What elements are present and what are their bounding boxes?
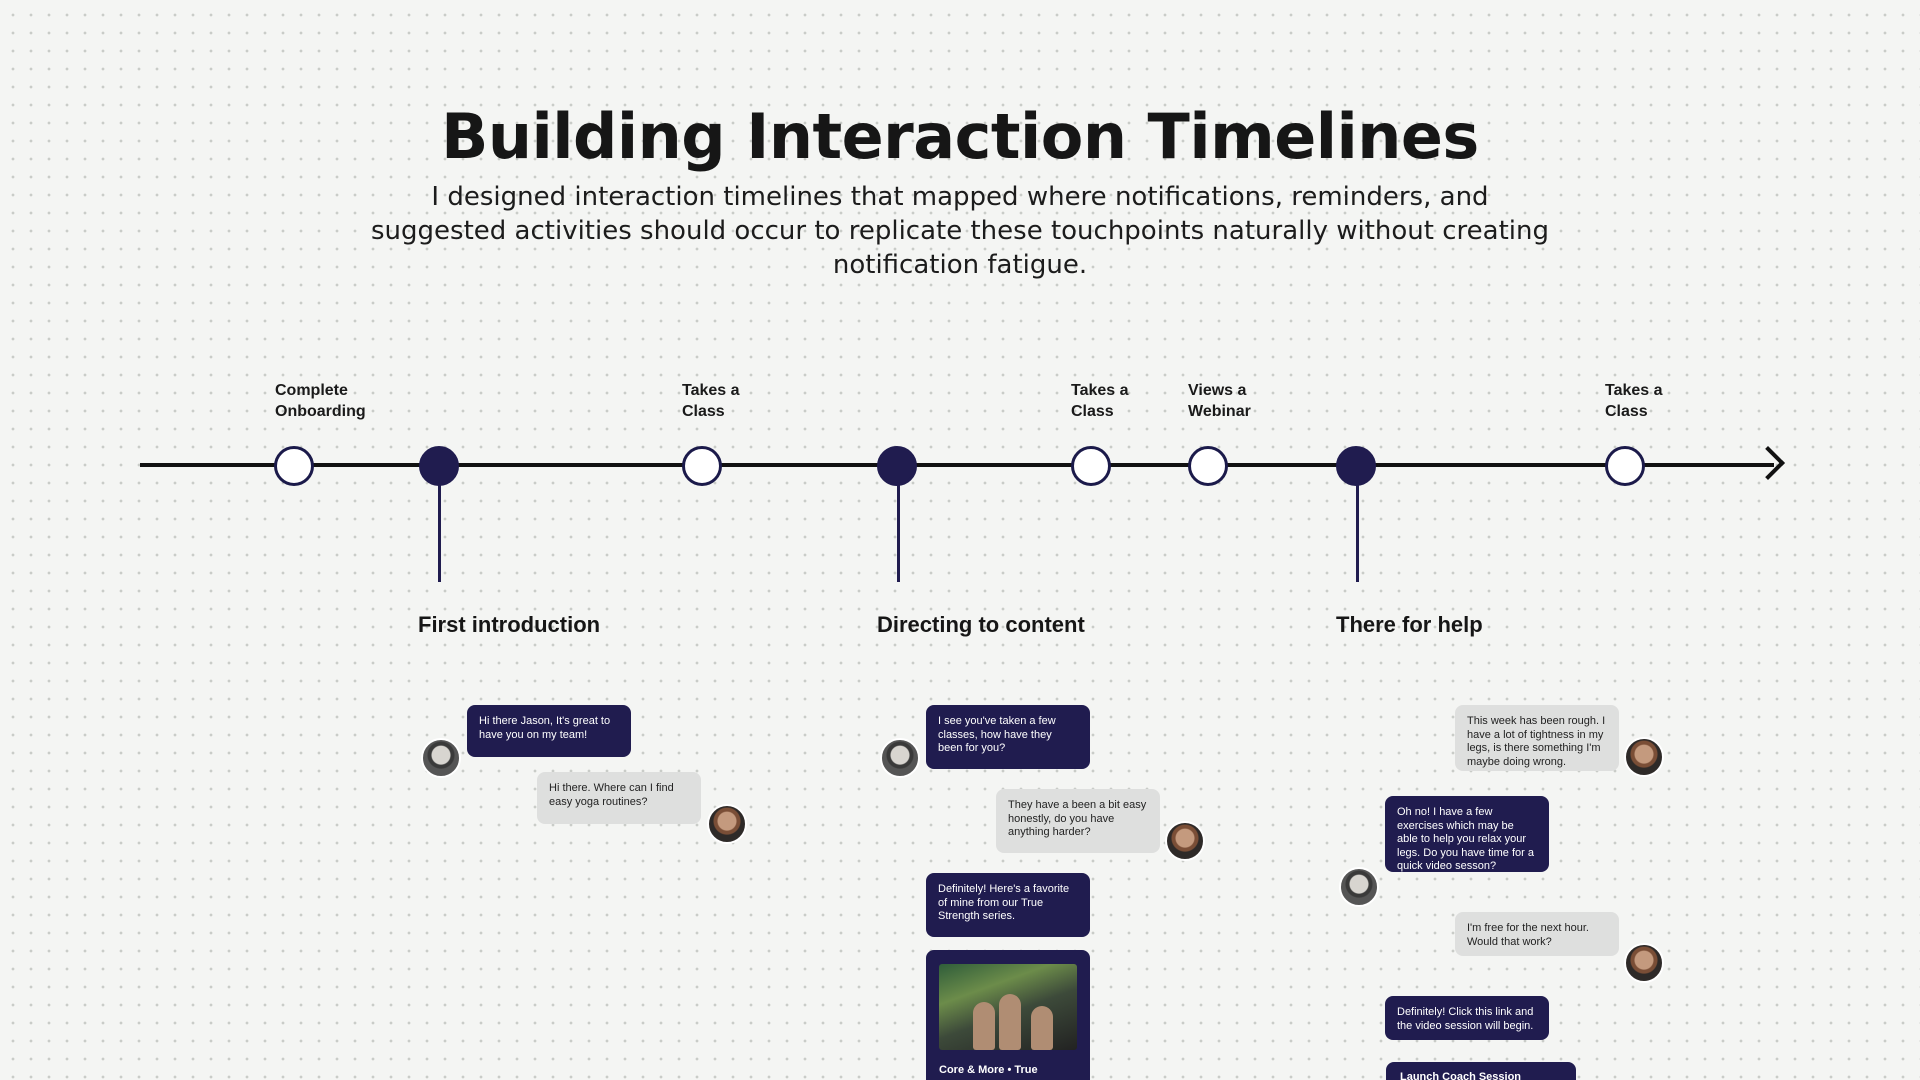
chat-bubble-coach: Definitely! Here's a favorite of mine fr… — [926, 873, 1090, 937]
chat-bubble-coach: Oh no! I have a few exercises which may … — [1385, 796, 1549, 872]
chat-bubble-coach: I see you've taken a few classes, how ha… — [926, 705, 1090, 769]
timeline-axis — [140, 463, 1774, 467]
timeline-node-takes-class-2 — [1071, 446, 1111, 486]
phase-title-first-introduction: First introduction — [418, 612, 601, 637]
video-thumbnail — [939, 964, 1077, 1050]
user-avatar — [1165, 821, 1205, 861]
event-label-takes-class-1: Takes a Class — [682, 382, 740, 420]
user-avatar — [707, 804, 747, 844]
timeline-node-there-for-help — [1336, 446, 1376, 486]
phase-stem-there-for-help — [1356, 484, 1359, 582]
page-title: Building Interaction Timelines — [441, 100, 1479, 173]
user-avatar — [1624, 943, 1664, 983]
timeline-node-first-introduction — [419, 446, 459, 486]
video-title: Core & More • True — [939, 1064, 1038, 1076]
coach-avatar — [421, 738, 461, 778]
event-label-takes-class-2: Takes a Class — [1071, 382, 1129, 420]
timeline-node-views-webinar — [1188, 446, 1228, 486]
phase-title-there-for-help: There for help — [1336, 612, 1483, 637]
video-card[interactable]: Core & More • True — [926, 950, 1090, 1080]
coach-avatar — [1339, 867, 1379, 907]
event-label-complete-onboarding: Complete Onboarding — [275, 382, 366, 420]
chat-bubble-user: Hi there. Where can I find easy yoga rou… — [537, 772, 701, 824]
coach-avatar — [880, 738, 920, 778]
phase-stem-directing-to-content — [897, 484, 900, 582]
timeline-node-takes-class-3 — [1605, 446, 1645, 486]
chat-bubble-user: I'm free for the next hour. Would that w… — [1455, 912, 1619, 956]
phase-title-directing-to-content: Directing to content — [877, 612, 1085, 637]
timeline-node-directing-to-content — [877, 446, 917, 486]
chat-bubble-user: They have a been a bit easy honestly, do… — [996, 789, 1160, 853]
timeline-node-takes-class-1 — [682, 446, 722, 486]
event-label-views-webinar: Views a Webinar — [1188, 382, 1251, 420]
chat-bubble-user: This week has been rough. I have a lot o… — [1455, 705, 1619, 771]
page-description: I designed interaction timelines that ma… — [371, 182, 1549, 280]
phase-stem-first-introduction — [438, 484, 441, 582]
chat-bubble-coach: Hi there Jason, It's great to have you o… — [467, 705, 631, 757]
event-label-takes-class-3: Takes a Class — [1605, 382, 1663, 420]
timeline-arrow-icon — [1751, 446, 1785, 480]
chat-bubble-coach: Definitely! Click this link and the vide… — [1385, 996, 1549, 1040]
user-avatar — [1624, 737, 1664, 777]
timeline-node-complete-onboarding — [274, 446, 314, 486]
launch-coach-session-button[interactable]: Launch Coach Session — [1386, 1062, 1576, 1080]
